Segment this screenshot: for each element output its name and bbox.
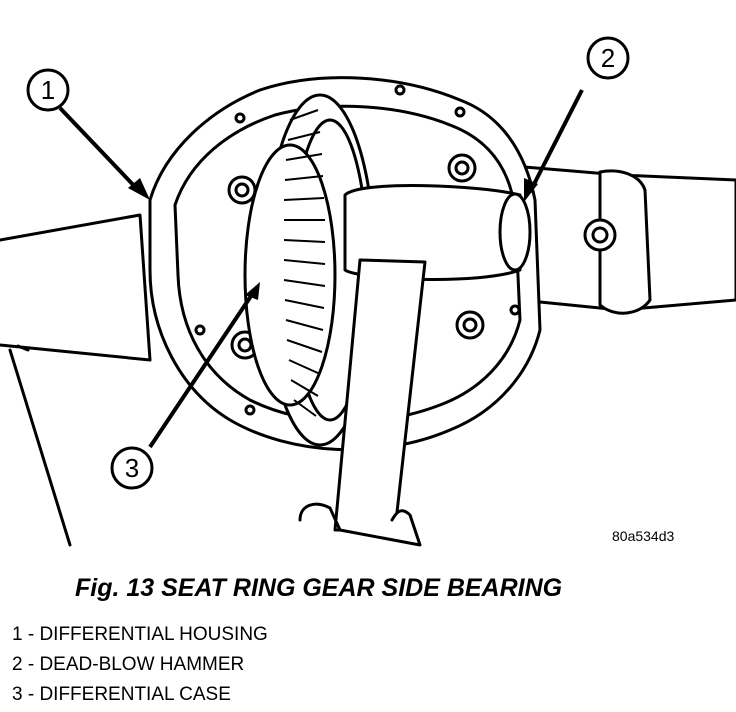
leader-line-1 <box>58 106 142 194</box>
legend-item-2: 2 - DEAD-BLOW HAMMER <box>12 654 245 675</box>
axle-support-line <box>8 348 72 547</box>
callout-3-circle <box>110 446 154 490</box>
hand <box>298 502 422 547</box>
differential-illustration: 1 2 3 <box>0 36 736 547</box>
callout-1-circle <box>26 68 70 112</box>
figure-caption: Fig. 13 SEAT RING GEAR SIDE BEARING <box>75 574 563 602</box>
callout-2-circle <box>586 36 630 80</box>
gear-teeth <box>283 109 326 417</box>
leader-line-2 <box>528 89 584 193</box>
callout-1-number: 1 <box>41 75 55 105</box>
left-axle-tube <box>0 213 152 362</box>
legend-item-3: 3 - DIFFERENTIAL CASE <box>12 684 231 705</box>
drawing-code: 80a534d3 <box>612 528 675 544</box>
callout-3-number: 3 <box>125 453 139 483</box>
legend-item-1: 1 - DIFFERENTIAL HOUSING <box>12 624 268 645</box>
callout-legend: 1 - DIFFERENTIAL HOUSING 2 - DEAD-BLOW H… <box>12 620 268 710</box>
axle-flange <box>598 169 652 315</box>
callout-2-number: 2 <box>601 43 615 73</box>
leader-line-3 <box>148 288 257 449</box>
differential-case <box>243 143 337 407</box>
